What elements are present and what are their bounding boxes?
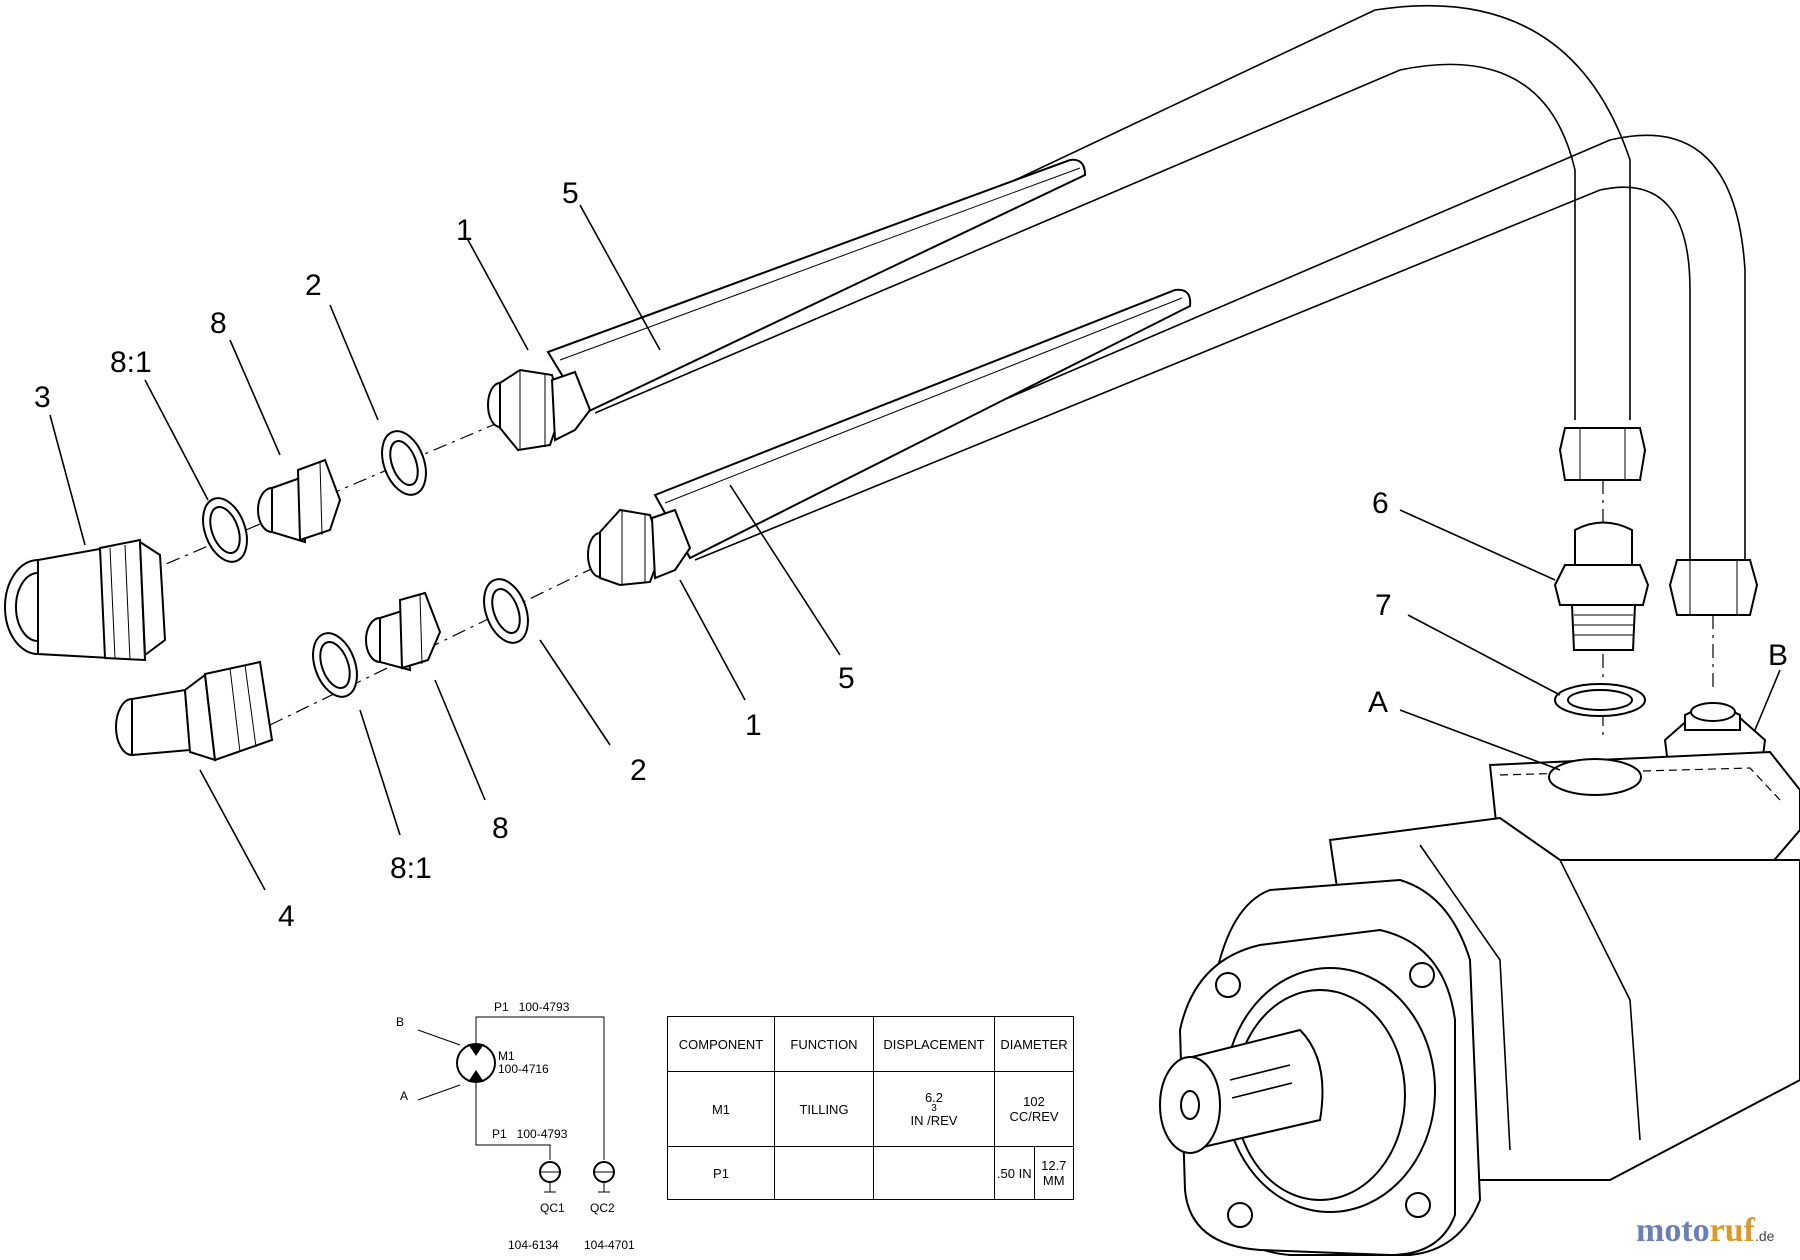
- callout-5-lower: 5: [838, 662, 855, 695]
- header-displacement: DISPLACEMENT: [873, 1016, 995, 1072]
- header-component: COMPONENT: [667, 1016, 775, 1072]
- callout-1-upper: 1: [456, 214, 473, 247]
- schematic-qc1-part: 104-6134: [508, 1238, 559, 1252]
- callout-2-upper: 2: [305, 269, 322, 302]
- header-diameter: DIAMETER: [994, 1016, 1074, 1072]
- spec-table-header-row: COMPONENT FUNCTION DISPLACEMENT DIAMETER: [667, 1016, 1074, 1072]
- lower-washer: [483, 578, 529, 644]
- callout-8-1-lower: 8:1: [390, 852, 432, 885]
- cell-m1-component: M1: [667, 1071, 775, 1147]
- m1-displacement-exponent: 3: [931, 1103, 937, 1114]
- lower-hose: [653, 134, 1746, 561]
- lower-vertical-fitting: [1668, 559, 1759, 616]
- upper-hose: [546, 4, 1631, 420]
- watermark-part-a: moto: [1636, 1212, 1710, 1249]
- callout-4: 4: [278, 900, 295, 933]
- callout-port-a: A: [1368, 686, 1388, 719]
- upper-vertical-fitting: [1558, 427, 1647, 481]
- hydraulic-schematic: B A M1 100-4716 P1 100-4793 P1 100-4793 …: [396, 1000, 635, 1252]
- spec-table: COMPONENT FUNCTION DISPLACEMENT DIAMETER…: [667, 1016, 1074, 1200]
- cell-p1-function: [774, 1146, 874, 1200]
- upper-centerline: [139, 404, 541, 576]
- schematic-qc1-id: QC1: [540, 1201, 565, 1215]
- hydraulic-motor: [1159, 750, 1800, 1257]
- schematic-p1-top: P1 100-4793: [494, 1000, 570, 1014]
- schematic-port-b: B: [396, 1015, 404, 1029]
- m1-displacement-value: 6.2: [924, 1090, 944, 1105]
- leader-lines: [49, 204, 1781, 891]
- lower-oring: [312, 632, 358, 698]
- cell-m1-diameter: 102 CC/REV: [994, 1071, 1074, 1147]
- male-quick-coupler: [115, 660, 274, 762]
- cell-m1-function: TILLING: [774, 1071, 874, 1147]
- watermark-part-b: ruf: [1709, 1212, 1755, 1249]
- callout-7: 7: [1375, 589, 1392, 622]
- callout-8-upper: 8: [210, 307, 227, 340]
- m1-diameter-unit: CC/REV: [1009, 1109, 1059, 1124]
- watermark-part-c: .de: [1754, 1228, 1775, 1244]
- callout-8-lower: 8: [492, 812, 509, 845]
- lower-hose-nut: [587, 508, 692, 587]
- upper-hose-nut: [487, 368, 592, 452]
- schematic-qc2-id: QC2: [590, 1201, 615, 1215]
- callout-6: 6: [1372, 487, 1389, 520]
- spec-table-row-p1: P1 .50 IN 12.7 MM: [667, 1146, 1074, 1200]
- header-function: FUNCTION: [774, 1016, 874, 1072]
- spec-table-row-m1: M1 TILLING 6.2 3 IN /REV 102 CC/REV: [667, 1071, 1074, 1147]
- cell-p1-displacement: [873, 1146, 995, 1200]
- schematic-qc2-part: 104-4701: [584, 1238, 635, 1252]
- lower-adapter: [365, 591, 442, 672]
- motoruf-watermark: motoruf.de: [1636, 1212, 1774, 1250]
- callout-port-b: B: [1768, 639, 1788, 672]
- p1-diameter-in: .50 IN: [996, 1165, 1032, 1181]
- schematic-port-a: A: [400, 1089, 408, 1103]
- m1-diameter-value: 102: [1023, 1094, 1045, 1109]
- schematic-motor-part: 100-4716: [498, 1062, 549, 1076]
- straight-adapter: [1553, 521, 1650, 651]
- callout-2-lower: 2: [630, 754, 647, 787]
- p1-diameter-mm: 12.7 MM: [1033, 1147, 1074, 1199]
- motor-oring: [1554, 683, 1646, 717]
- upper-oring: [202, 497, 248, 563]
- callout-8-1-upper: 8:1: [110, 346, 152, 379]
- callout-1-lower: 1: [745, 709, 762, 742]
- cell-m1-displacement: 6.2 3 IN /REV: [873, 1071, 995, 1147]
- upper-adapter: [257, 458, 342, 544]
- m1-displacement-unit: IN /REV: [910, 1113, 958, 1128]
- callout-3: 3: [34, 381, 51, 414]
- female-quick-coupler: [4, 538, 167, 662]
- callout-5-upper: 5: [562, 177, 579, 210]
- upper-washer: [381, 430, 427, 496]
- cell-p1-diameter: .50 IN 12.7 MM: [994, 1146, 1074, 1200]
- cell-p1-component: P1: [667, 1146, 775, 1200]
- lower-centerline: [269, 554, 621, 726]
- schematic-p1-bottom: P1 100-4793: [492, 1127, 568, 1141]
- schematic-motor-id: M1: [498, 1049, 515, 1063]
- callout-labels: 1 5 2 8 8:1 3 5 1 2 8 8:1 4 6 7 A B: [34, 177, 1788, 933]
